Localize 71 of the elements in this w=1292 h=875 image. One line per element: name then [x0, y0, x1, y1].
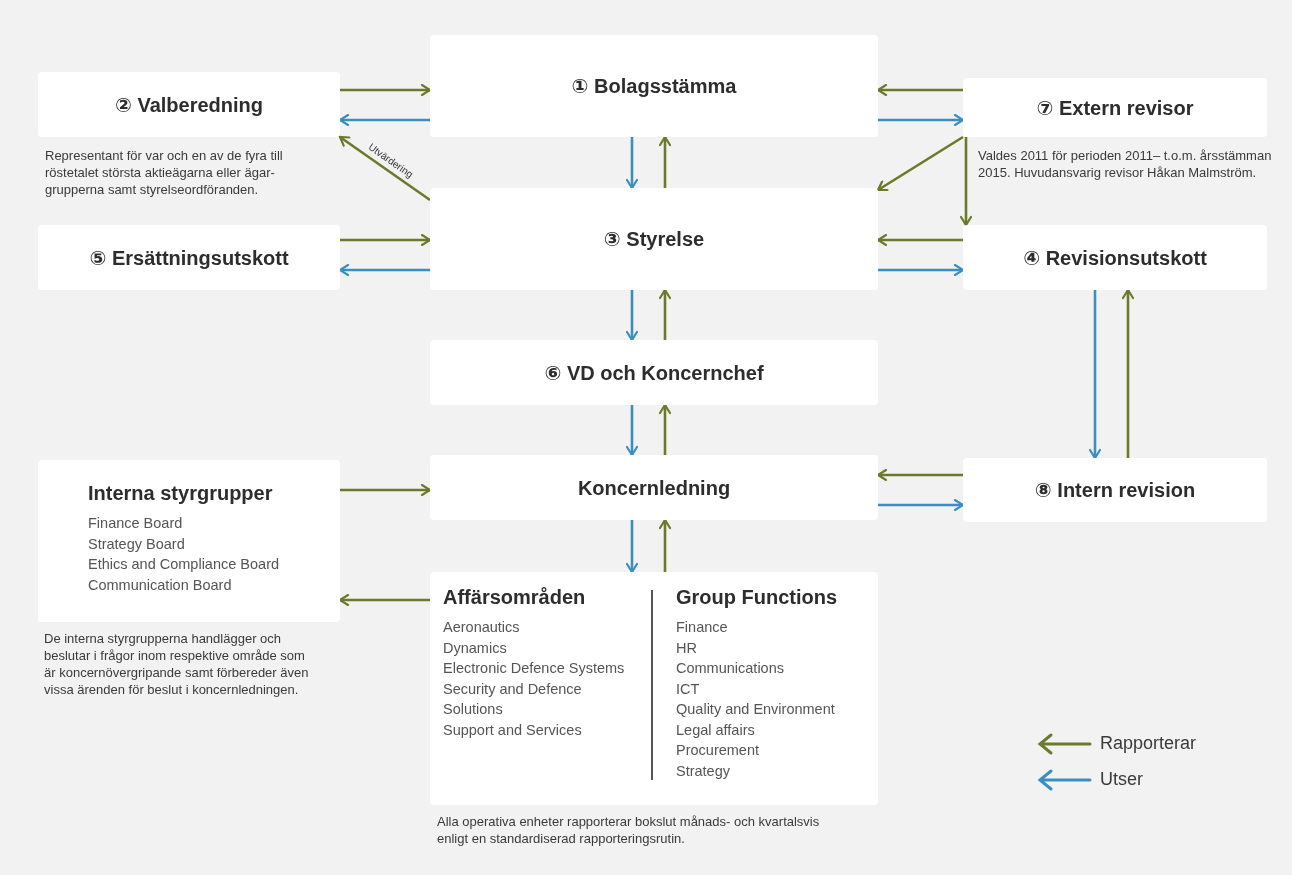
arrow: [1088, 290, 1102, 460]
process-box: [430, 455, 878, 520]
arrow: [658, 403, 672, 455]
arrow: [658, 518, 672, 572]
list-item: Finance Board: [88, 514, 184, 533]
process-box: [430, 35, 878, 137]
arrow: [340, 83, 432, 97]
box-title: ① Bolagsstämma: [570, 74, 738, 98]
arrow: [338, 263, 430, 277]
list-item: Security and Defence Solutions: [443, 679, 583, 719]
process-box: [38, 72, 340, 137]
process-box: [38, 225, 340, 290]
arrow: [625, 405, 639, 457]
arrow: [625, 137, 639, 190]
list-item: Strategy: [676, 761, 731, 781]
list-item: Communication Board: [88, 575, 233, 595]
group-box: [430, 572, 878, 805]
list-item: Ethics and Compliance Board: [88, 555, 281, 574]
arrow: [338, 135, 431, 202]
list-item: Strategy Board: [88, 534, 186, 554]
list-item: HR: [676, 638, 698, 658]
arrow: [658, 135, 672, 188]
box-title: ⑧ Intern revision: [1033, 478, 1197, 502]
arrow: [340, 483, 432, 497]
list-item: Finance: [676, 618, 729, 637]
arrow: [338, 593, 430, 607]
note-text: De interna styrgrupperna handlägger och beslutar i frågor inom respektive område som är koncernövergripande samt förbereder även vissa ärenden för beslut i koncernledningen.: [44, 630, 310, 698]
box-title: ③ Styrelse: [602, 227, 706, 251]
arrow: [658, 288, 672, 340]
arrow: [625, 290, 639, 342]
list-item: Quality and Environment: [676, 700, 836, 719]
arrow: [876, 135, 964, 192]
arrow: [876, 83, 963, 97]
list-item: Communications: [676, 659, 785, 678]
arrow: [878, 498, 965, 512]
list-item: Dynamics: [443, 638, 508, 658]
list-item: Support and Services: [443, 720, 583, 740]
list-item: Legal affairs: [676, 720, 756, 740]
process-box: [963, 458, 1267, 522]
arrow: [876, 233, 963, 247]
arrow: [878, 113, 965, 127]
process-box: [963, 225, 1267, 290]
process-box: [430, 188, 878, 290]
box-title: ② Valberedning: [113, 92, 265, 117]
arrow: [625, 520, 639, 574]
column-heading: Group Functions: [676, 586, 839, 609]
box-title: ⑤ Ersättningsutskott: [88, 245, 290, 270]
box-title: ⑦ Extern revisor: [1035, 95, 1195, 120]
list-item: Procurement: [676, 741, 760, 760]
process-box: [430, 340, 878, 405]
list-item: Electronic Defence Systems: [443, 659, 626, 678]
note-text: Alla operativa enheter rapporterar bokslut månads- och kvartalsvis enligt en standardiserad rapporteringsrutin.: [437, 813, 821, 847]
box-title: Koncernledning: [576, 476, 732, 499]
arrow: [878, 263, 965, 277]
legend-label: Rapporterar: [1100, 733, 1197, 754]
arrow: [876, 468, 963, 482]
legend-label: Utser: [1100, 769, 1143, 790]
arrow: [959, 137, 973, 227]
group-box: [38, 460, 340, 622]
arrow: [338, 113, 430, 127]
list-item: Aeronautics: [443, 618, 521, 637]
column-heading: Affärsområden: [443, 586, 587, 609]
arrow: [340, 233, 432, 247]
process-box: [963, 78, 1267, 137]
arrow: [1121, 288, 1135, 458]
box-title: ④ Revisionsutskott: [1022, 245, 1208, 270]
note-text: Valdes 2011 för perioden 2011– t.o.m. årsstämman 2015. Huvudansvarig revisor Håkan Malmström.: [978, 147, 1273, 181]
note-text: Representant för var och en av de fyra till röstetalet största aktieägarna eller ägar-grupperna samt styrelseordföranden.: [45, 147, 284, 198]
list-item: ICT: [676, 679, 701, 699]
box-title: ⑥ VD och Koncernchef: [543, 360, 765, 385]
box-heading: Interna styrgrupper: [88, 482, 274, 505]
